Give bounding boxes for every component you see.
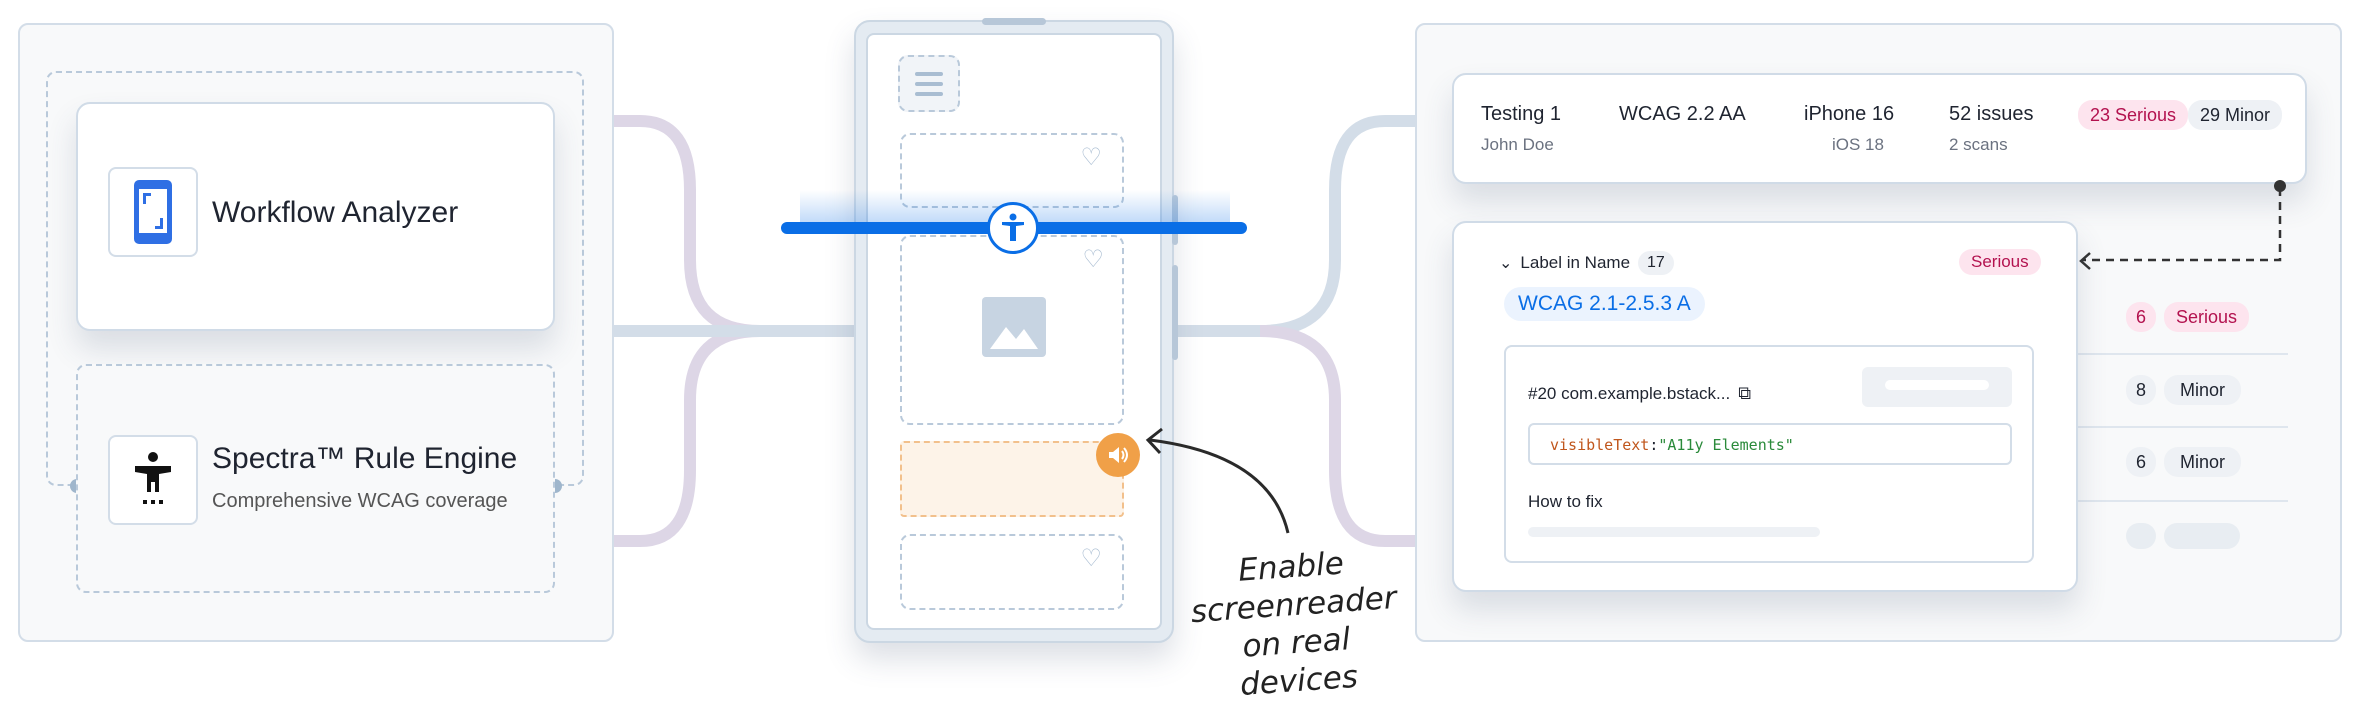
image-card[interactable]: ♡ <box>900 235 1124 425</box>
heart-icon[interactable]: ♡ <box>1082 246 1104 273</box>
issue-count: 52 issues <box>1949 103 2034 125</box>
speaker-icon[interactable] <box>1096 433 1140 477</box>
code-separator: : <box>1649 436 1659 454</box>
device-name: iPhone 16 <box>1804 103 1895 125</box>
row-count: 6 <box>2126 302 2157 332</box>
connector-top-right <box>1174 115 1415 337</box>
connector-lines <box>614 115 1415 547</box>
connector-top-left <box>614 115 761 337</box>
workflow-analyzer-card[interactable]: Workflow Analyzer <box>76 102 555 331</box>
image-icon <box>982 297 1046 357</box>
accessibility-person-icon <box>108 435 198 525</box>
row-severity: Minor <box>2164 447 2242 477</box>
chevron-down-icon[interactable]: ⌄ <box>1499 255 1513 272</box>
element-id: #20 com.example.bstack... <box>1528 383 1731 403</box>
accessibility-icon[interactable] <box>987 202 1039 254</box>
rule-header[interactable]: ⌄ Label in Name 17 <box>1499 251 1674 275</box>
issue-detail-card: ⌄ Label in Name 17 Serious WCAG 2.1-2.5.… <box>1452 221 2078 592</box>
heart-icon[interactable]: ♡ <box>1080 545 1102 572</box>
how-to-fix-label: How to fix <box>1528 492 1603 511</box>
rule-name: Label in Name <box>1520 253 1631 272</box>
issue-list: 6 Serious 8 Minor 6 Minor <box>2078 295 2288 555</box>
menu-icon[interactable] <box>898 55 960 112</box>
wcag-standard: WCAG 2.2 AA <box>1619 103 1746 125</box>
list-card[interactable]: ♡ <box>900 534 1124 610</box>
device-os: iOS 18 <box>1832 135 1884 154</box>
placeholder-row <box>2126 523 2240 549</box>
connector-bottom-right <box>1259 325 1415 547</box>
serious-badge: 23 Serious <box>2078 100 2189 130</box>
annotation-text: Enable screenreader on real devices <box>1175 540 1415 708</box>
list-row[interactable]: 6 Serious <box>2126 302 2250 332</box>
highlighted-card[interactable] <box>900 441 1124 517</box>
minor-badge: 29 Minor <box>2188 100 2283 130</box>
phone-notch <box>982 18 1046 25</box>
code-snippet: visibleText:"A11y Elements" <box>1528 423 2012 465</box>
annotation-arrow <box>1145 427 1290 534</box>
list-row[interactable]: 6 Minor <box>2126 447 2242 477</box>
row-count: 8 <box>2126 375 2157 405</box>
test-name: Testing 1 <box>1481 103 1562 125</box>
test-summary-card[interactable]: Testing 1 John Doe WCAG 2.2 AA iPhone 16… <box>1452 73 2307 184</box>
copy-icon[interactable]: ⧉ <box>1738 383 1752 403</box>
spectra-subtitle: Comprehensive WCAG coverage <box>212 490 508 512</box>
phone-side-button <box>1172 265 1178 360</box>
scan-count: 2 scans <box>1949 135 2008 154</box>
divider <box>2078 426 2288 428</box>
phone-scan-icon <box>108 167 198 257</box>
placeholder-button <box>1862 367 2012 407</box>
wcag-criterion-link[interactable]: WCAG 2.1-2.5.3 A <box>1504 287 1705 321</box>
code-value: "A11y Elements" <box>1658 436 1794 454</box>
divider <box>2078 353 2288 355</box>
heart-icon[interactable]: ♡ <box>1080 144 1102 171</box>
connector-bottom-left <box>614 325 761 547</box>
code-key: visibleText <box>1550 436 1650 454</box>
rule-count: 17 <box>1638 251 1674 275</box>
row-count: 6 <box>2126 447 2157 477</box>
element-box: #20 com.example.bstack... ⧉ visibleText:… <box>1504 345 2034 563</box>
dashed-link-arrow <box>2079 180 2286 270</box>
placeholder-text <box>1528 527 1820 537</box>
annotation-line: on real devices <box>1238 621 1360 703</box>
list-row[interactable]: 8 Minor <box>2126 375 2242 405</box>
row-severity: Serious <box>2164 302 2250 332</box>
spectra-card[interactable]: Spectra™ Rule Engine Comprehensive WCAG … <box>76 364 555 593</box>
workflow-analyzer-title: Workflow Analyzer <box>212 196 459 229</box>
severity-badge: Serious <box>1959 249 2041 275</box>
phone-side-button <box>1172 195 1178 245</box>
test-user: John Doe <box>1481 135 1554 154</box>
spectra-title: Spectra™ Rule Engine <box>212 442 518 475</box>
row-severity: Minor <box>2164 375 2242 405</box>
divider <box>2078 500 2288 502</box>
